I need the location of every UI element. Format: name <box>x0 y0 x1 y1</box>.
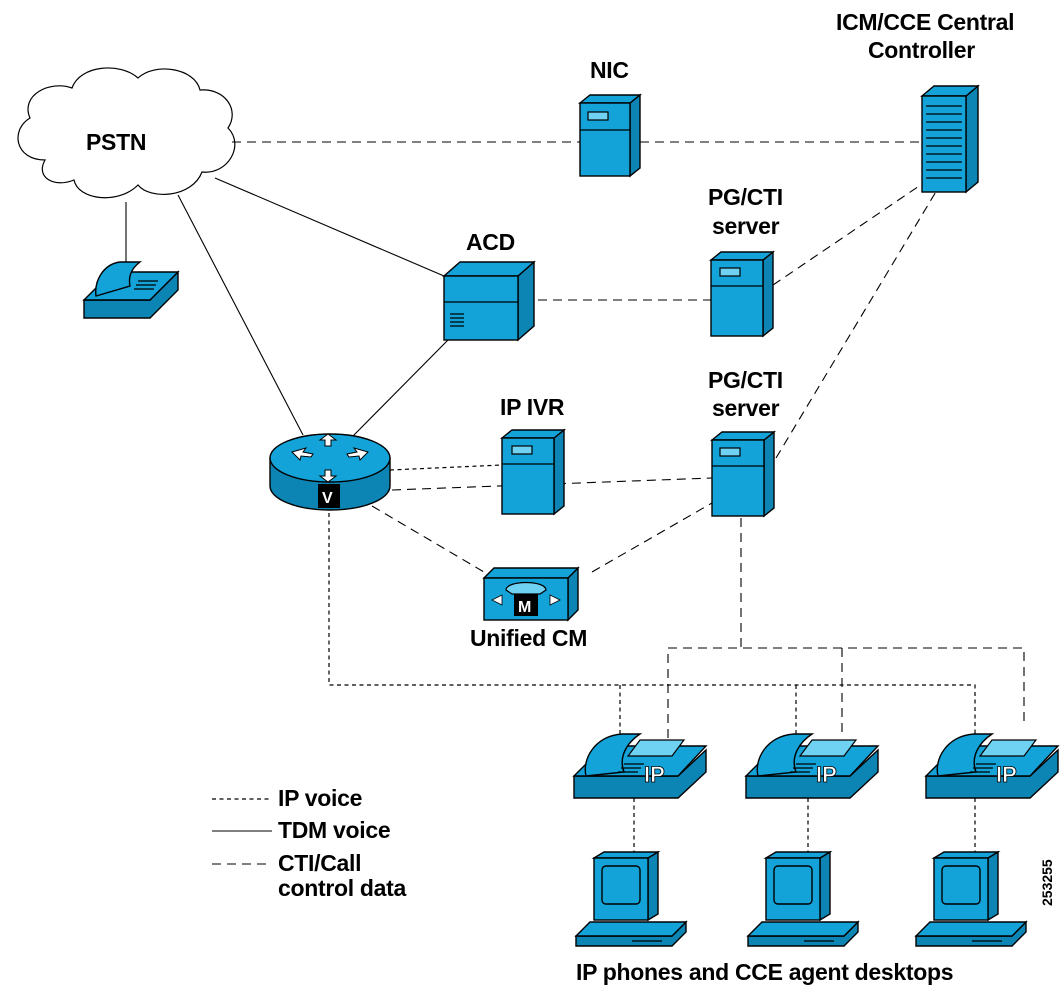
ip-ivr-label: IP IVR <box>500 394 565 420</box>
ip-phone-1-badge: IP <box>644 762 665 787</box>
ip-phone-3-icon: IP <box>924 733 1060 799</box>
tdm-acd-router <box>352 339 449 437</box>
pstn-label: PSTN <box>86 129 146 155</box>
ip-ivr-server-icon <box>500 428 566 516</box>
ip-phone-2-badge: IP <box>816 762 837 787</box>
icm-controller-icon <box>920 84 980 194</box>
pg-bottom-label-line2: server <box>712 395 780 421</box>
legend-cti-line1: CTI/Call <box>278 850 361 876</box>
cti-router-pg-bottom <box>391 477 713 491</box>
cti-router-cm <box>371 505 485 573</box>
cti-cm-pg-bottom <box>591 502 713 573</box>
pg-top-label-line1: PG/CTI <box>708 184 783 210</box>
cti-pg-top-icm <box>772 179 929 286</box>
router-badge: V <box>322 490 333 507</box>
tdm-pstn-router <box>177 194 304 436</box>
legend-cti-line2: control data <box>278 875 407 901</box>
agent-desktop-1-icon <box>574 850 688 947</box>
ipv-router-ivr <box>389 464 503 471</box>
pstn-telephone-icon <box>82 261 180 319</box>
agent-desktop-3-icon <box>914 850 1028 947</box>
ipv-router-bus <box>328 513 976 738</box>
caption: IP phones and CCE agent desktops <box>576 959 953 985</box>
acd-label: ACD <box>466 229 515 255</box>
icm-label-line2: Controller <box>868 37 975 63</box>
pg-cti-server-bottom-icon <box>710 430 776 518</box>
icm-label-line1: ICM/CCE Central <box>836 9 1014 35</box>
ip-phone-2-icon: IP <box>744 733 880 799</box>
nic-label: NIC <box>590 57 629 83</box>
connections <box>125 141 1025 852</box>
pg-top-label-line2: server <box>712 213 780 239</box>
voice-gateway-router-icon: V <box>269 433 391 511</box>
cti-pg-bottom-icm <box>775 184 941 459</box>
legend-tdm-voice: TDM voice <box>278 817 390 843</box>
tdm-pstn-acd <box>214 177 445 277</box>
unified-cm-label: Unified CM <box>470 625 587 651</box>
legend: IP voice TDM voice CTI/Call control data <box>212 785 407 901</box>
ip-phone-3-badge: IP <box>996 762 1017 787</box>
figure-id: 253255 <box>1039 859 1055 906</box>
legend-ip-voice: IP voice <box>278 785 362 811</box>
cm-badge: M <box>518 599 531 616</box>
ip-phone-1-icon: IP <box>572 733 708 799</box>
pg-bottom-label-line1: PG/CTI <box>708 367 783 393</box>
unified-cm-icon: M <box>482 566 580 622</box>
cti-bus <box>667 647 1025 738</box>
pg-cti-server-top-icon <box>709 250 775 338</box>
nic-server-icon <box>578 93 642 178</box>
pstn-cloud: PSTN <box>17 67 236 199</box>
agent-desktop-2-icon <box>746 850 860 947</box>
acd-icon <box>442 260 536 342</box>
